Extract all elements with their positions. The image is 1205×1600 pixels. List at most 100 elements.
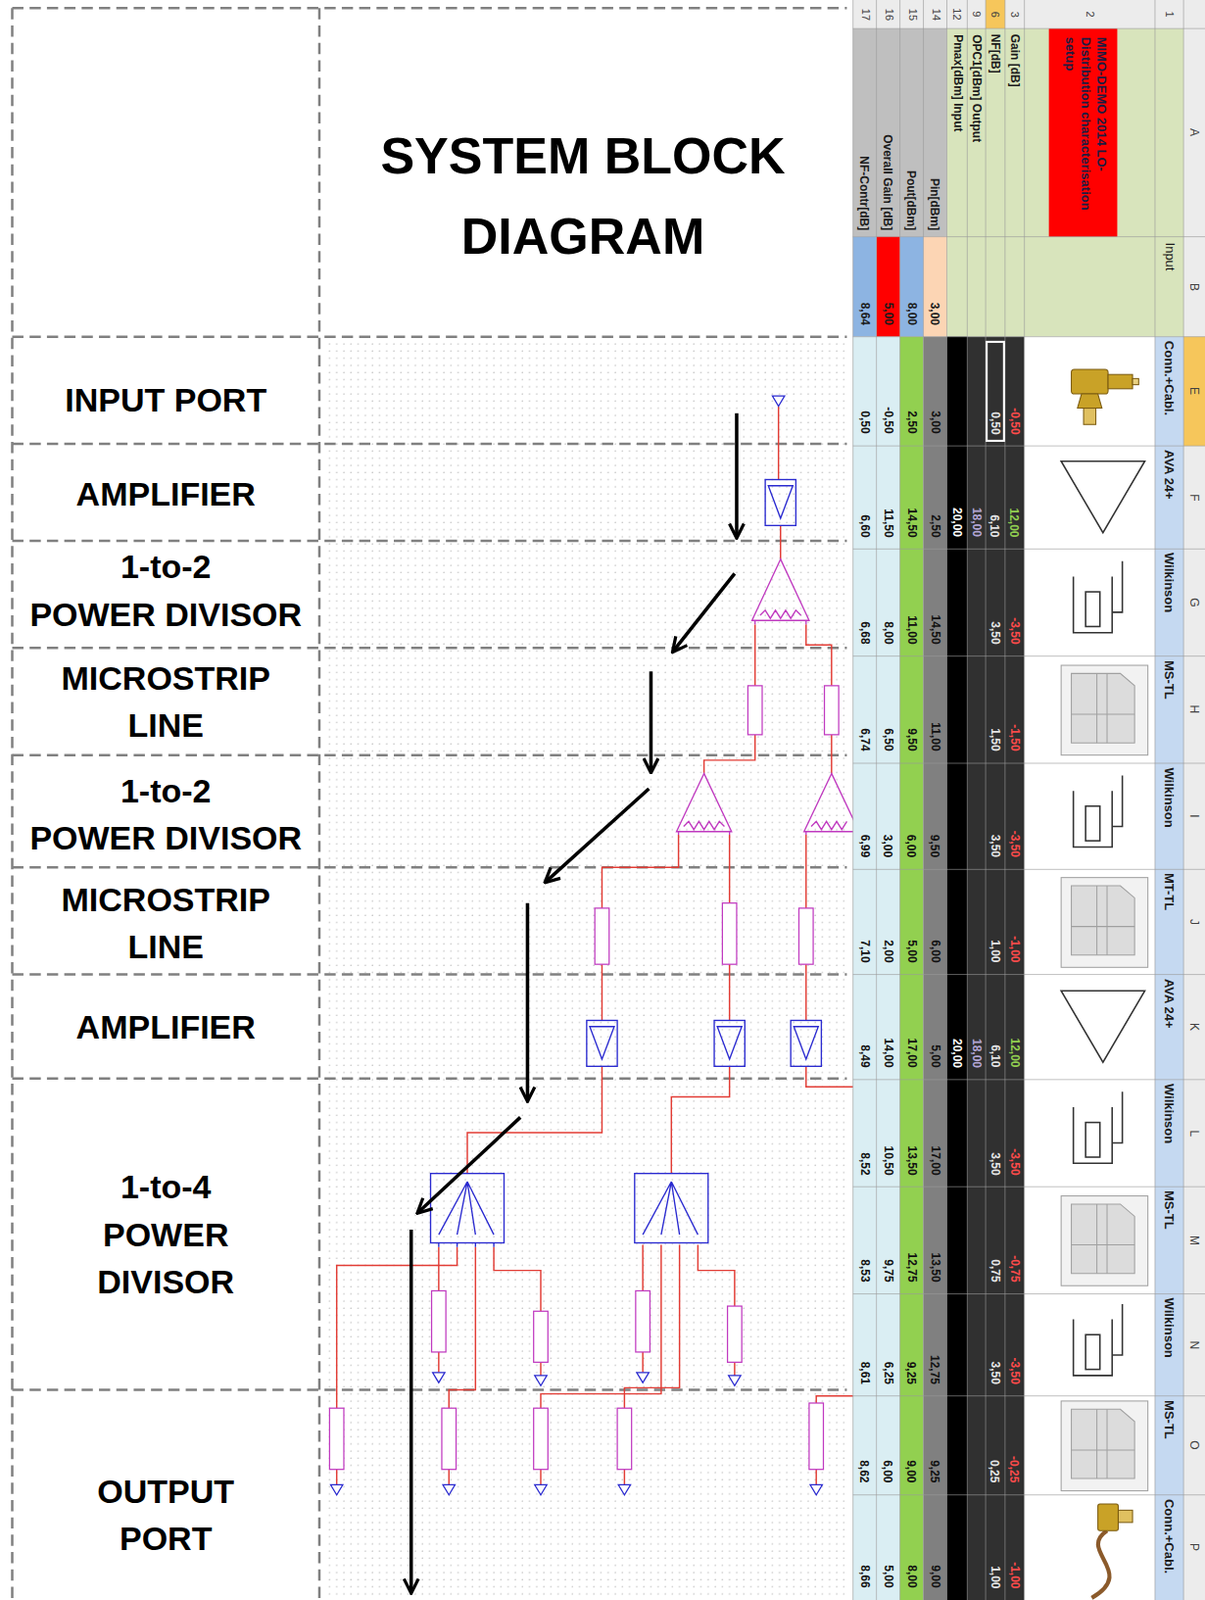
microstrip-picture	[1060, 665, 1149, 1492]
cell-text: 14,50	[928, 615, 942, 645]
sheet-cell: 12,75	[923, 1294, 948, 1397]
sheet-cell: 2,50	[923, 445, 948, 549]
sheet-cell: 9	[966, 0, 986, 29]
cell-text: 11,00	[928, 723, 942, 752]
port-symbols	[330, 395, 822, 1495]
sheet-cell: 6,99	[853, 763, 877, 869]
sheet-cell: Wilkinson	[1155, 548, 1184, 656]
cell-text: 1,50	[989, 728, 1003, 752]
sheet-cell: 3,50	[985, 1294, 1006, 1397]
sheet-cell: 5,00	[876, 1494, 901, 1600]
sheet-cell: 1,00	[985, 1494, 1006, 1600]
sheet-cell: 5,00	[923, 974, 948, 1080]
cell-text: 6,60	[858, 514, 871, 537]
sheet-cell: -0,25	[1005, 1396, 1025, 1495]
sheet-cell: 12	[946, 0, 967, 29]
cell-text: Wilkinson	[1162, 552, 1177, 613]
cell-text: 8,66	[858, 1565, 871, 1589]
text-line: POWER	[96, 1210, 235, 1258]
sheet-cell: 20,00	[946, 445, 967, 549]
text-line: LINE	[61, 701, 271, 749]
sheet-cell: 17,00	[923, 1079, 948, 1187]
cell-text: 0,25	[989, 1459, 1003, 1483]
sheet-cell: Pmax[dBm] Input	[946, 28, 967, 237]
cell-text: 8,53	[858, 1258, 871, 1282]
cell-text: 0,75	[989, 1258, 1003, 1282]
cell-text: N	[1188, 1340, 1202, 1350]
cell-text: MS-TL	[1162, 1190, 1177, 1230]
cell-text: -3,50	[1008, 617, 1021, 644]
sheet-cell: -0,75	[1005, 1186, 1025, 1294]
cell-text: 12	[951, 7, 964, 20]
sheet-cell: -1,50	[1005, 656, 1025, 764]
text-line: SYSTEM BLOCK	[380, 115, 785, 196]
cell-text: 6,74	[858, 728, 871, 752]
cell-text: 6,00	[881, 1459, 895, 1483]
sheet-cell: 3,00	[876, 763, 901, 869]
cell-text: Overall Gain [dB]	[881, 135, 895, 232]
sheet-cell: Overall Gain [dB]	[876, 28, 901, 237]
sheet-cell: P	[1183, 1494, 1205, 1600]
stage-box: 1-to-2 POWER DIVISOR	[11, 755, 319, 868]
sheet-cell: MS-TL	[1155, 1186, 1184, 1294]
cell-text: G	[1188, 597, 1202, 607]
cell-text: 5,00	[881, 1565, 895, 1589]
cell-text: 9	[970, 11, 983, 18]
cell-text: 2,50	[905, 411, 918, 434]
sheet-cell: 17	[853, 0, 877, 29]
diagram-title: SYSTEM BLOCK DIAGRAM	[380, 115, 785, 277]
sheet-cell: Gain [dB]	[1005, 28, 1025, 237]
sheet-cell: 5,00	[900, 868, 924, 974]
amplifier-picture	[1060, 461, 1145, 1062]
sheet-cell: 9,75	[876, 1186, 901, 1294]
sheet-cell: 7,10	[853, 868, 877, 974]
sheet-cell: 1,50	[985, 656, 1006, 764]
stage-box: AMPLIFIER	[11, 974, 319, 1079]
cell-text: 12,75	[905, 1253, 918, 1283]
stage-label: MICROSTRIP LINE	[61, 654, 271, 750]
cell-text: 2	[1084, 11, 1097, 18]
cell-text: 3	[1009, 11, 1021, 18]
sheet-cell: Input	[1155, 237, 1184, 338]
dashed-frame	[11, 7, 847, 1600]
cell-text: -3,50	[1008, 1148, 1021, 1175]
sheet-cell: 1,00	[985, 868, 1006, 974]
cell-text: Gain [dB]	[1008, 34, 1021, 88]
sheet-cell: 8,64	[853, 237, 877, 338]
sheet-cell: Wilkinson	[1155, 1079, 1184, 1187]
sheet-cell: 5,00	[876, 237, 901, 338]
cell-text: O	[1188, 1441, 1202, 1450]
sheet-cell: 0,50	[853, 337, 877, 446]
sheet-cell: N	[1183, 1294, 1205, 1397]
cell-text: -0,25	[1008, 1455, 1021, 1483]
text-line: MICROSTRIP	[61, 875, 271, 923]
sheet-cell: 9,25	[900, 1294, 924, 1397]
cell-text: Wilkinson	[1162, 767, 1177, 827]
sheet-cell: 8,52	[853, 1079, 877, 1187]
sheet-cell: 20,00	[946, 974, 967, 1080]
sheet-cell: 2,00	[876, 868, 901, 974]
sheet-cell: Conn.+Cabl.	[1155, 1494, 1184, 1600]
sheet-cell: 13,50	[923, 1186, 948, 1294]
sheet-cell: MS-TL	[1155, 656, 1184, 764]
sheet-cell: 15	[900, 0, 924, 29]
cell-text: 0,50	[858, 411, 871, 434]
sheet-cell: 12,75	[900, 1186, 924, 1294]
stage-label: 1-to-2 POWER DIVISOR	[29, 542, 302, 638]
sheet-cell: 6,00	[900, 763, 924, 869]
cell-text: 14	[929, 7, 942, 20]
microstrip-symbols	[329, 685, 839, 1470]
sheet-cell: 9,50	[900, 656, 924, 764]
sheet-cell: J	[1183, 868, 1205, 974]
cell-text: 6,25	[881, 1360, 895, 1384]
text-line: 1-to-4	[96, 1162, 235, 1210]
sheet-cell: 11,00	[900, 548, 924, 656]
cell-text: I	[1188, 815, 1202, 819]
sheet-cell: 6,00	[876, 1396, 901, 1495]
cell-text: OPC1[dBm] Output	[969, 34, 983, 143]
cell-text: -0,75	[1008, 1254, 1021, 1282]
sheet-cell: G	[1183, 548, 1205, 656]
sheet-cell: -0,50	[876, 337, 901, 446]
sheet-cell: 17,00	[900, 974, 924, 1080]
